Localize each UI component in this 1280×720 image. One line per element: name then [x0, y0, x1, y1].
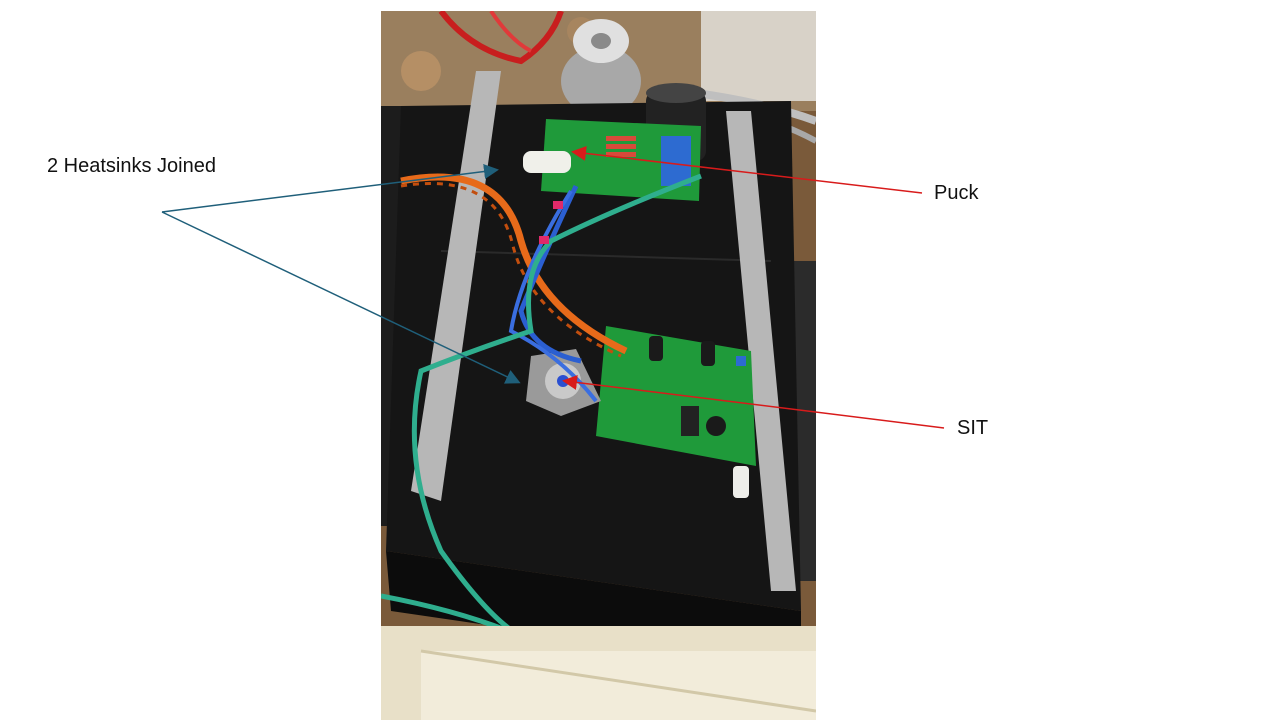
amplifier-build-photo	[381, 11, 816, 720]
heatsinks-label: 2 Heatsinks Joined	[47, 155, 216, 177]
sit-label: SIT	[957, 417, 989, 439]
puck-label: Puck	[934, 182, 979, 204]
